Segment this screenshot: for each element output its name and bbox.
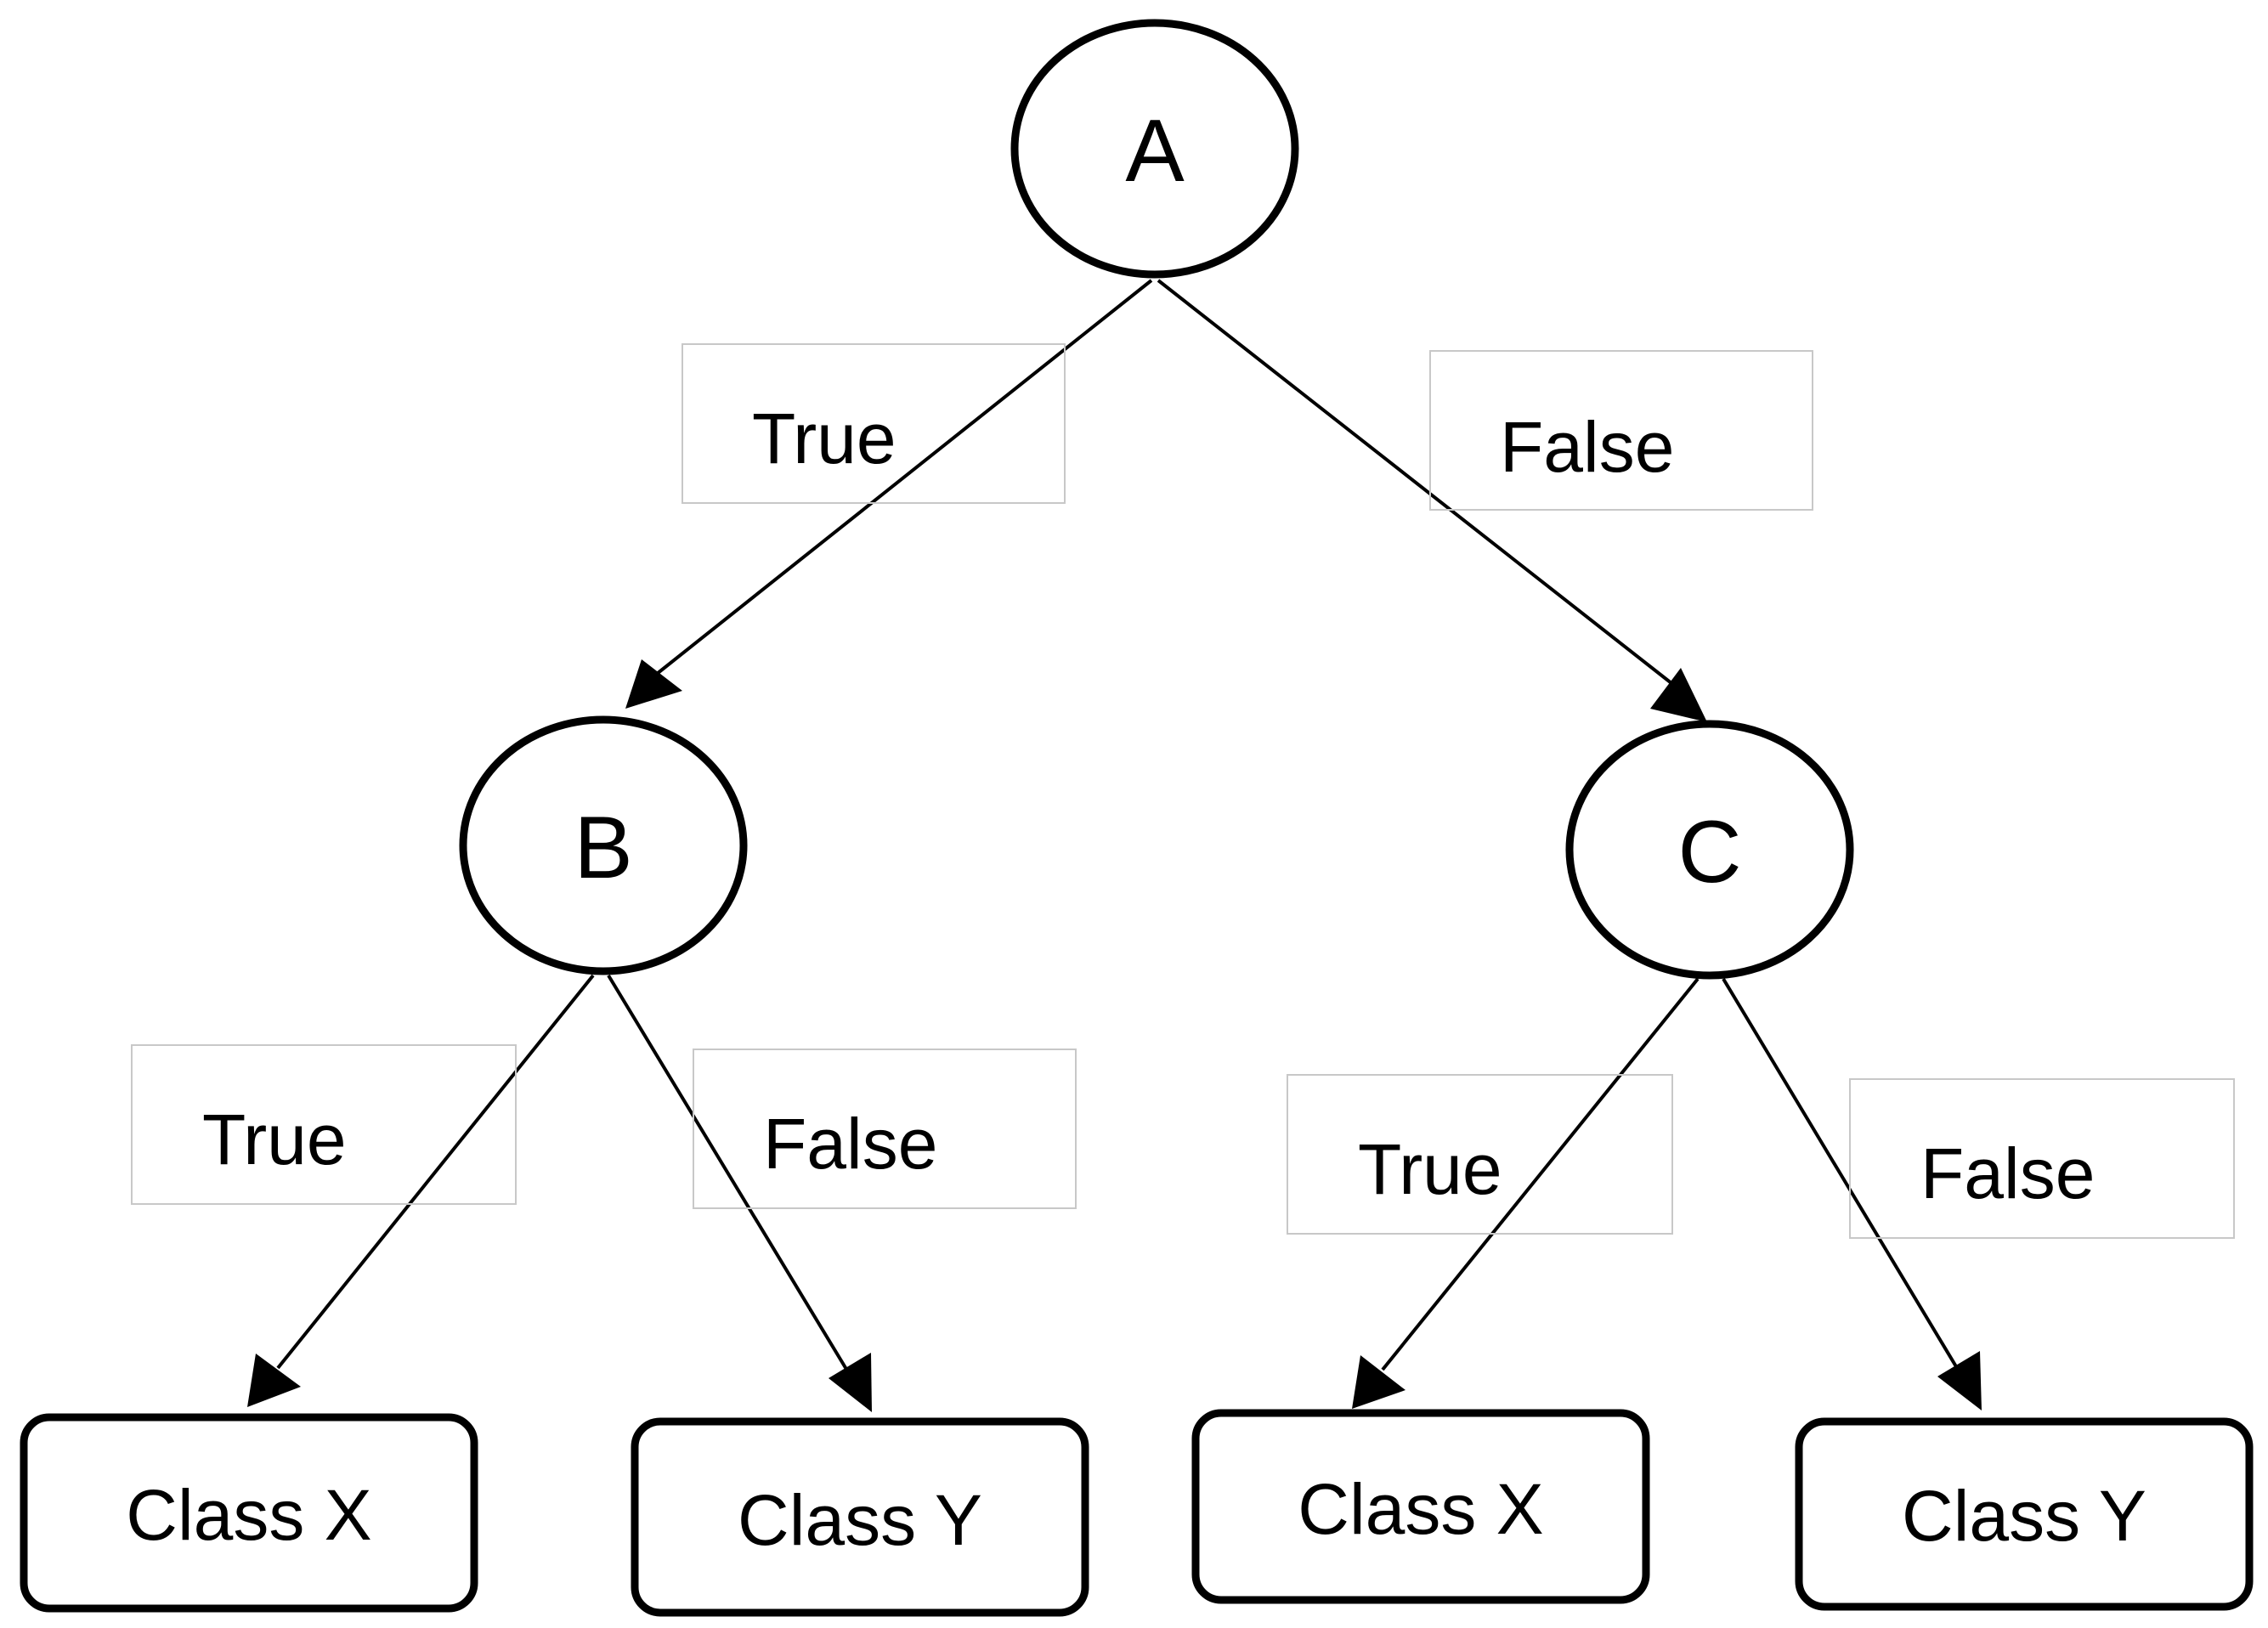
arrowhead-a-to-c — [1650, 668, 1707, 722]
edge-a-to-c — [1157, 279, 1677, 688]
decision-nodes: A B C — [459, 19, 1854, 980]
node-c-label: C — [1677, 803, 1741, 902]
leaf-c-true-shape — [1191, 1409, 1650, 1604]
edge-label-b-true: True — [202, 1099, 347, 1179]
edge-label-a-true: True — [752, 399, 896, 478]
edge-c-to-leaf-y — [1722, 977, 1961, 1374]
edge-label-c-false: False — [1920, 1133, 2095, 1213]
arrowhead-b-to-leaf-y — [829, 1353, 872, 1412]
node-c: C — [1565, 720, 1854, 980]
leaf-c-true: Class X — [1191, 1409, 1650, 1604]
edge-c-to-leaf-x — [1381, 977, 1700, 1371]
arrowhead-c-to-leaf-x — [1352, 1355, 1405, 1409]
leaf-b-true: Class X — [20, 1413, 478, 1613]
node-b-shape — [459, 715, 748, 975]
edge-label-box-a-true — [682, 343, 1066, 504]
edge-label-box-c-true — [1287, 1074, 1673, 1235]
leaf-c-false: Class Y — [1795, 1417, 2254, 1611]
edge-a-to-b — [655, 279, 1153, 676]
leaf-c-false-shape — [1795, 1417, 2254, 1611]
edge-label-box-c-false — [1849, 1078, 2235, 1239]
edges — [247, 279, 1982, 1412]
arrowhead-a-to-b — [625, 659, 682, 709]
leaf-b-false-shape — [631, 1417, 1089, 1617]
arrowhead-b-to-leaf-x — [247, 1354, 301, 1407]
node-b: B — [459, 715, 748, 975]
edge-b-to-leaf-y — [607, 974, 851, 1376]
leaf-c-true-label: Class X — [1298, 1469, 1543, 1549]
node-a-label: A — [1125, 102, 1185, 201]
node-a: A — [1010, 19, 1299, 279]
node-c-shape — [1565, 720, 1854, 980]
leaf-c-false-label: Class Y — [1902, 1476, 2146, 1556]
node-a-shape — [1010, 19, 1299, 279]
leaf-nodes: Class X Class Y Class X Class Y — [20, 1409, 2254, 1617]
edge-label-a-false: False — [1500, 407, 1674, 487]
edge-label-b-false: False — [763, 1104, 937, 1184]
edge-label-box-a-false — [1429, 350, 1813, 511]
edge-b-to-leaf-x — [276, 974, 595, 1370]
leaf-b-false: Class Y — [631, 1417, 1089, 1617]
edge-label-box-b-false — [693, 1049, 1077, 1209]
edge-label-box-b-true — [131, 1044, 517, 1205]
node-b-label: B — [574, 799, 632, 897]
leaf-b-false-label: Class Y — [738, 1480, 982, 1560]
edge-label-c-true: True — [1358, 1129, 1502, 1209]
leaf-b-true-label: Class X — [126, 1475, 371, 1555]
arrowhead-c-to-leaf-y — [1937, 1351, 1982, 1410]
leaf-b-true-shape — [20, 1413, 478, 1613]
edge-labels: True False True False True False — [131, 343, 2235, 1239]
